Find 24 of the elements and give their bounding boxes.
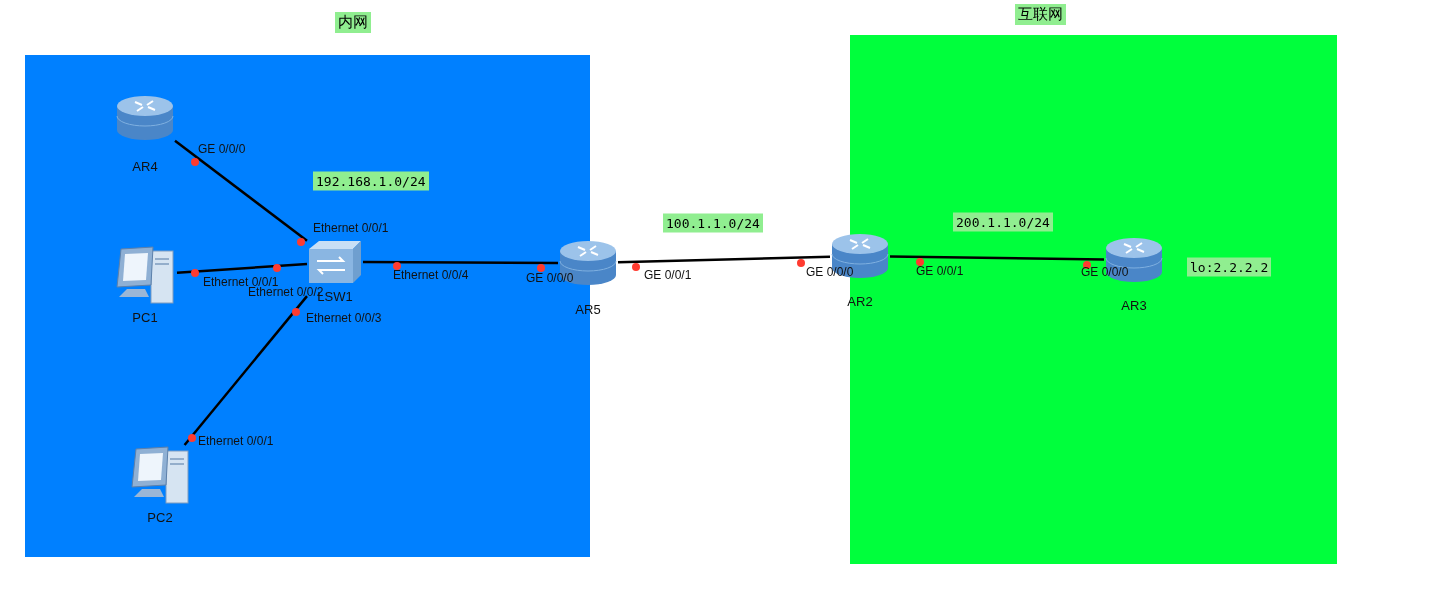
device-label: PC1 — [132, 310, 158, 325]
port-label: GE 0/0/1 — [644, 268, 692, 282]
link-line — [174, 139, 308, 242]
port-label: Ethernet 0/0/4 — [393, 268, 469, 282]
subnet-label: 200.1.1.0/24 — [953, 212, 1053, 232]
device-label: PC2 — [147, 510, 173, 525]
link-line — [890, 255, 1104, 261]
link-line — [363, 260, 558, 265]
address-label: lo:2.2.2.2 — [1187, 257, 1272, 277]
subnet-label: 192.168.1.0/24 — [313, 171, 429, 191]
device-label: AR3 — [1121, 298, 1147, 313]
port-label: GE 0/0/1 — [916, 264, 964, 278]
port-label: Ethernet 0/0/1 — [198, 434, 274, 448]
link-line — [176, 262, 308, 275]
port-label: Ethernet 0/0/3 — [306, 311, 382, 325]
port-label: GE 0/0/0 — [526, 271, 574, 285]
zone-title: 内网 — [335, 12, 371, 33]
link-line — [183, 295, 308, 446]
subnet-label: 100.1.1.0/24 — [663, 213, 763, 233]
link-line — [617, 255, 831, 264]
device-label: AR4 — [132, 159, 158, 174]
zone-title: 互联网 — [1015, 4, 1066, 25]
port-label: Ethernet 0/0/1 — [313, 221, 389, 235]
port-label: GE 0/0/0 — [198, 142, 246, 156]
